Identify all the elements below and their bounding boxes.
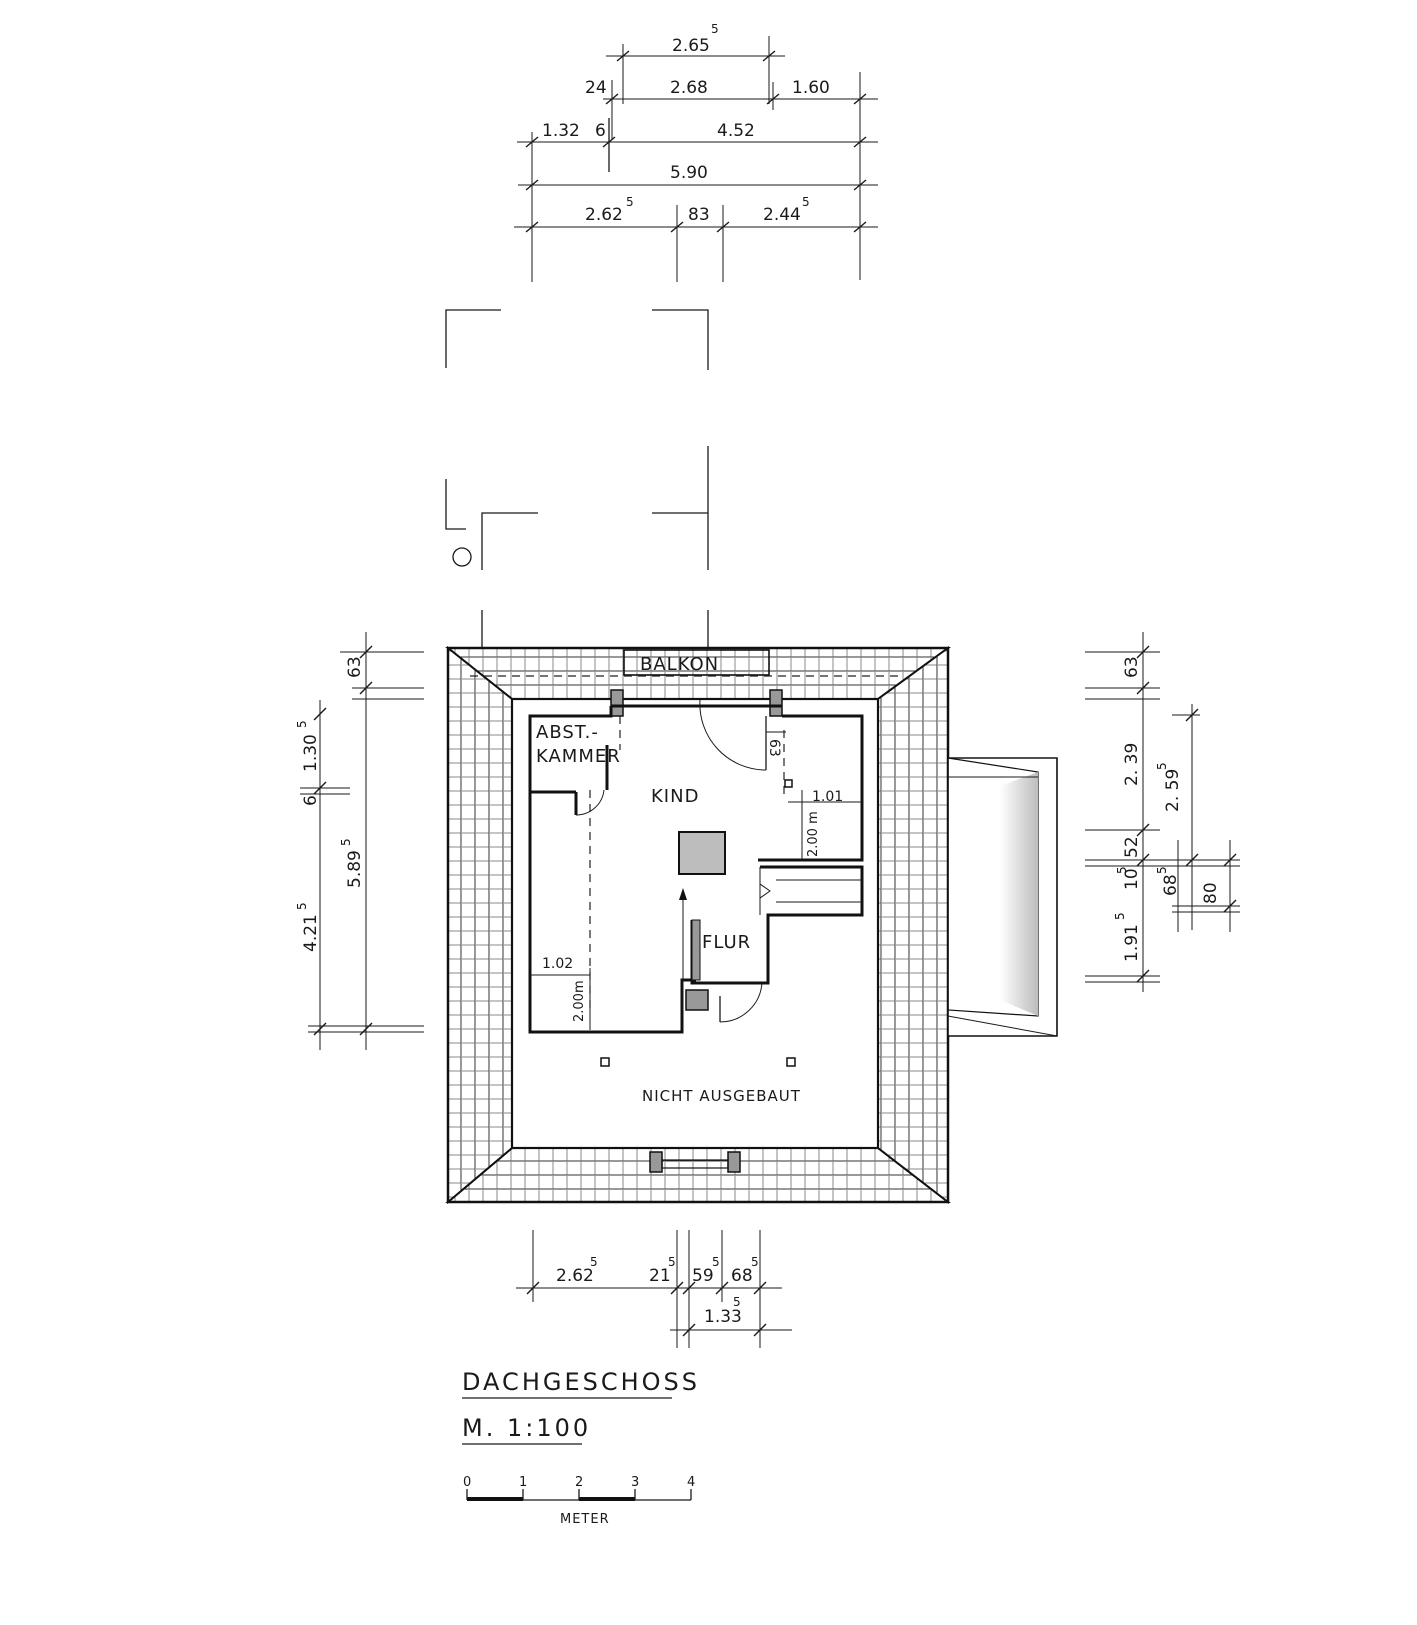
right-dimension-chains: 63 2. 39 2. 59 5 52 10 5 68 5 80 1.91 5 xyxy=(1085,632,1240,992)
interior-dimension-lines xyxy=(530,731,862,1030)
dim-top-2625: 2.62 xyxy=(585,205,623,225)
dim-bottom-1335: 1.33 xyxy=(704,1307,742,1327)
dim-top-83: 83 xyxy=(688,205,710,225)
dim-interior-200a: 2.00 m xyxy=(806,811,821,857)
dim-right-80: 80 xyxy=(1201,882,1221,904)
dim-right-2595: 2. 59 xyxy=(1163,769,1183,812)
dim-interior-102: 1.02 xyxy=(542,956,573,972)
drawing-title: DACHGESCHOSS xyxy=(462,1368,700,1396)
dim-right-239: 2. 39 xyxy=(1122,743,1142,786)
dim-bottom-215-sup: 5 xyxy=(668,1255,676,1269)
dim-top-590: 5.90 xyxy=(670,163,708,183)
drawing-scale: M. 1:100 xyxy=(462,1414,591,1442)
dim-left-4215: 4.21 xyxy=(301,914,321,952)
dim-left-6: 6 xyxy=(301,795,321,806)
dim-bottom-685: 68 xyxy=(731,1266,753,1286)
dim-top-160: 1.60 xyxy=(792,78,830,98)
dim-top-2445-sup: 5 xyxy=(802,195,810,209)
dim-top-24: 24 xyxy=(585,78,607,98)
dim-right-2595-sup: 5 xyxy=(1155,762,1169,770)
dim-right-105-sup: 5 xyxy=(1115,866,1129,874)
scale-tick-3: 3 xyxy=(631,1475,639,1490)
dim-right-52: 52 xyxy=(1122,836,1142,858)
room-label-flur: FLUR xyxy=(702,932,751,953)
dim-right-1915-sup: 5 xyxy=(1113,912,1127,920)
dim-top-6: 6 xyxy=(595,121,606,141)
room-label-nicht-ausgebaut: NICHT AUSGEBAUT xyxy=(642,1087,801,1105)
dim-bottom-2625: 2.62 xyxy=(556,1266,594,1286)
dim-left-1305-sup: 5 xyxy=(295,720,309,728)
dim-top-268: 2.68 xyxy=(670,78,708,98)
dim-top-265: 2.65 xyxy=(672,36,710,56)
roof xyxy=(445,645,952,1205)
bottom-dimension-chains: 2.62 5 21 5 59 5 68 5 1.33 5 xyxy=(516,1230,792,1348)
dim-left-1305: 1.30 xyxy=(301,734,321,772)
dim-bottom-685-sup: 5 xyxy=(751,1255,759,1269)
room-label-kind: KIND xyxy=(651,786,699,807)
room-label-abst-1: ABST.- xyxy=(536,722,599,743)
dim-top-452: 4.52 xyxy=(717,121,755,141)
dim-left-4215-sup: 5 xyxy=(295,902,309,910)
scale-bar: 0 1 2 3 4 METER xyxy=(463,1475,695,1527)
dim-top-132: 1.32 xyxy=(542,121,580,141)
dim-right-685-sup: 5 xyxy=(1155,866,1169,874)
dim-top-2445: 2.44 xyxy=(763,205,801,225)
dormer xyxy=(947,757,1058,1037)
scale-tick-1: 1 xyxy=(519,1475,527,1490)
dim-bottom-595-sup: 5 xyxy=(712,1255,720,1269)
room-label-balkon: BALKON xyxy=(640,654,719,675)
dim-right-105: 10 xyxy=(1122,868,1142,890)
scale-tick-4: 4 xyxy=(687,1475,695,1490)
dim-top-265-sup: 5 xyxy=(711,22,719,36)
dim-right-685: 68 xyxy=(1161,874,1181,896)
dim-left-5895: 5.89 xyxy=(345,850,365,888)
dim-left-5895-sup: 5 xyxy=(339,838,353,846)
floor-below-outline xyxy=(445,309,709,650)
dim-top-2625-sup: 5 xyxy=(626,195,634,209)
dim-bottom-595: 59 xyxy=(692,1266,714,1286)
scale-tick-0: 0 xyxy=(463,1475,471,1490)
dim-bottom-1335-sup: 5 xyxy=(733,1295,741,1309)
dim-bottom-215: 21 xyxy=(649,1266,671,1286)
dim-interior-101: 1.01 xyxy=(812,789,843,805)
top-dimension-chains: 2.65 5 24 2.68 1.60 1.32 6 4.52 5.90 2.6… xyxy=(514,22,878,282)
dim-right-1915: 1.91 xyxy=(1122,924,1142,962)
dim-interior-200b: 2.00m xyxy=(572,980,587,1022)
scale-unit: METER xyxy=(560,1512,610,1527)
scale-tick-2: 2 xyxy=(575,1475,583,1490)
left-dimension-chains: 63 1.30 5 6 5.89 5 4.21 5 xyxy=(295,632,424,1050)
dim-right-63: 63 xyxy=(1122,656,1142,678)
room-label-abst-2: KAMMER xyxy=(536,746,621,767)
dim-left-63: 63 xyxy=(345,656,365,678)
dim-bottom-2625-sup: 5 xyxy=(590,1255,598,1269)
dim-interior-63: 63 xyxy=(766,739,782,757)
